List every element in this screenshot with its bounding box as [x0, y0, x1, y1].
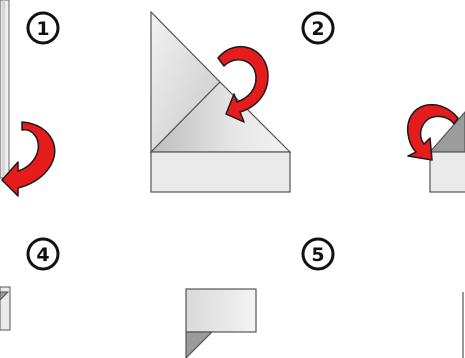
step-2-panel: [151, 12, 290, 192]
step-2-label: 2: [311, 18, 324, 40]
step-number-5: 5: [303, 239, 333, 269]
step-number-2: 2: [303, 13, 333, 43]
fold-arrow-icon: [2, 122, 55, 196]
step-3-panel: [408, 105, 465, 192]
step-5-panel: [186, 289, 256, 358]
step-4-label: 4: [36, 244, 49, 266]
step-number-4: 4: [28, 239, 58, 269]
paper-corner-fold: [186, 332, 212, 358]
step-number-1: 1: [28, 13, 58, 43]
paper-strip: [151, 152, 290, 192]
paper-rectangle: [186, 289, 256, 332]
step-4-panel: [0, 287, 10, 330]
paper-strip: [430, 152, 465, 192]
step-1-label: 1: [36, 18, 49, 40]
step-5-label: 5: [311, 244, 324, 266]
